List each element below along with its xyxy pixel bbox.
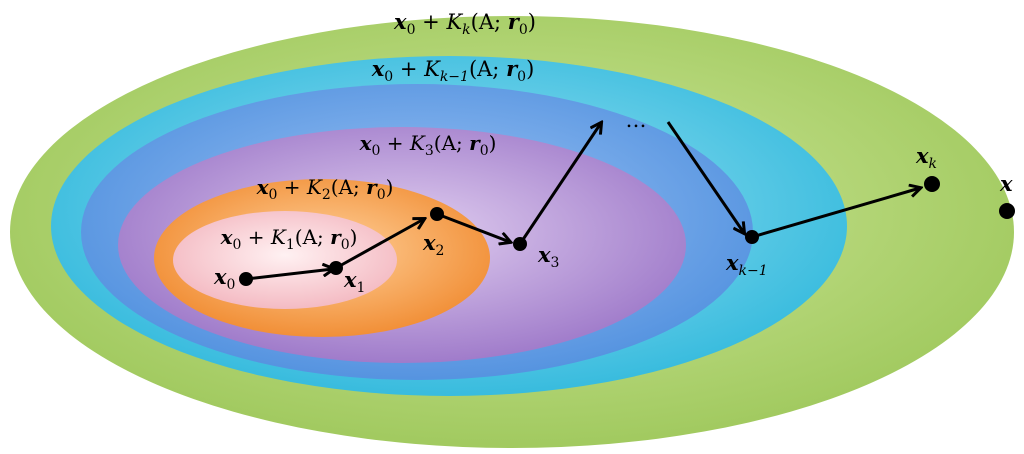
solution-label-x: x (999, 171, 1013, 196)
iterate-label-x1: x1 (343, 267, 365, 296)
step-arrow-x0-x1 (245, 269, 333, 281)
iterate-label-x3: x3 (537, 242, 559, 271)
iterate-label-x0: x0 (213, 264, 235, 293)
iterate-dot-x3 (513, 237, 527, 251)
label-krylov-3: x0 + K3(A; r0) (359, 131, 497, 159)
ellipsis-more-iterates: … (626, 108, 647, 132)
label-krylov-k: x0 + Kk(A; r0) (393, 9, 536, 38)
step-arrow-ellipsis-xk-1 (666, 121, 744, 233)
iterate-label-xk: xk (915, 143, 937, 172)
step-arrow-x1-x2 (335, 219, 424, 270)
step-arrow-x3-ellipsis (518, 123, 601, 245)
step-arrow-xk-1-xk (751, 188, 920, 239)
iterate-dot-x0 (239, 272, 253, 286)
iterate-dot-xk-1 (745, 230, 759, 244)
label-krylov-k-minus-1: x0 + Kk−1(A; r0) (371, 56, 535, 85)
iterate-label-x2: x2 (422, 230, 444, 259)
iterate-dot-xk (924, 176, 940, 192)
ellipse-krylov-1 (173, 211, 397, 309)
label-krylov-2: x0 + K2(A; r0) (256, 175, 394, 203)
solution-dot-x (999, 203, 1015, 219)
iterate-dot-x1 (329, 261, 343, 275)
iterate-label-xk-1: xk−1 (725, 250, 768, 279)
iterate-dot-x2 (430, 207, 444, 221)
step-arrow-x2-x3 (436, 212, 510, 242)
label-krylov-1: x0 + K1(A; r0) (220, 225, 358, 253)
